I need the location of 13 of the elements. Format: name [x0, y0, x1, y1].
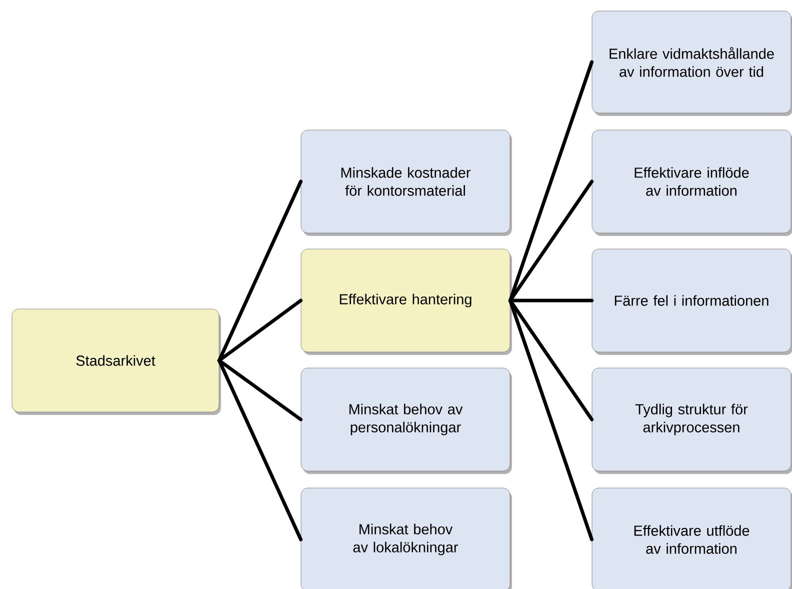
- connector-line: [217, 358, 303, 542]
- box: Färre fel i informationen: [592, 248, 792, 355]
- box: Effektivare inflöde av information: [592, 130, 792, 236]
- box: Effektivare utflöde av information: [592, 488, 792, 589]
- box: Minskat behov av lokalökningar: [300, 488, 512, 589]
- box: Minskade kostnader för kontorsmaterial: [300, 130, 512, 236]
- box: Minskat behov av personalökningar: [300, 368, 512, 474]
- box: Tydlig struktur för arkivprocessen: [592, 368, 792, 474]
- box: Effektivare hantering: [300, 248, 512, 355]
- box: Stadsarkivet: [12, 308, 221, 415]
- connector-line: [217, 298, 303, 362]
- box: Enklare vidmaktshållande av information över tid: [592, 10, 792, 116]
- connector-line: [508, 298, 594, 542]
